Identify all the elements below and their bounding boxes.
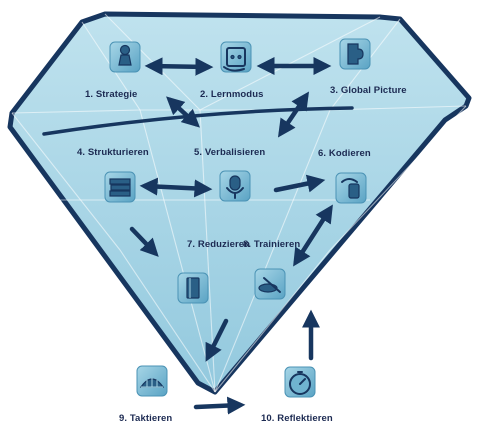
- edge-verbalisieren-to-kodieren: [273, 174, 326, 193]
- label-trainieren: 8. Trainieren: [243, 239, 301, 250]
- puzzle-icon: [347, 43, 364, 65]
- label-reduzieren: 7. Reduzieren: [187, 239, 251, 250]
- label-kodieren: 6. Kodieren: [318, 148, 371, 159]
- node-taktieren: [136, 365, 168, 397]
- power-outlet-icon: [223, 47, 246, 72]
- node-strukturieren: [104, 171, 136, 203]
- node-lernmodus: [220, 41, 252, 73]
- edge-taktieren-to-reflektieren: [193, 396, 246, 415]
- edge-reduzieren-to-taktieren: [205, 318, 229, 362]
- label-strukturieren: 4. Strukturieren: [77, 147, 149, 158]
- chess-pawn-icon: [118, 44, 132, 66]
- paint-brush-icon: [341, 178, 360, 199]
- stopwatch-icon: [289, 371, 311, 395]
- diagram-nodes: [104, 38, 371, 398]
- hammer-icon: [258, 277, 281, 293]
- label-verbalisieren: 5. Verbalisieren: [194, 147, 266, 158]
- edge-kodieren-to-trainieren: [293, 204, 333, 267]
- stacked-books-icon: [109, 178, 131, 197]
- node-reflektieren: [284, 366, 316, 398]
- edge-global-to-verbalisieren: [277, 91, 310, 138]
- edge-strukturieren-to-verbalisieren: [139, 177, 213, 198]
- node-strategie: [109, 41, 141, 73]
- microphone-icon: [226, 175, 244, 199]
- edge-strukturieren-to-reduzieren: [129, 226, 159, 257]
- label-reflektieren: 10. Reflektieren: [261, 413, 333, 424]
- node-reduzieren: [177, 272, 209, 304]
- label-strategie: 1. Strategie: [85, 89, 138, 100]
- label-taktieren: 9. Taktieren: [119, 413, 173, 424]
- single-book-icon: [186, 277, 200, 299]
- node-verbalisieren: [219, 170, 251, 202]
- stadium-icon: [139, 378, 165, 388]
- edge-strategie-to-lernmodus: [144, 57, 214, 76]
- diagram-edges: [129, 57, 333, 415]
- label-lernmodus: 2. Lernmodus: [200, 89, 264, 100]
- node-global: [339, 38, 371, 70]
- edge-strategie-to-verbalisieren: [166, 96, 200, 128]
- node-trainieren: [254, 268, 286, 300]
- node-kodieren: [335, 172, 367, 204]
- label-global: 3. Global Picture: [330, 85, 407, 96]
